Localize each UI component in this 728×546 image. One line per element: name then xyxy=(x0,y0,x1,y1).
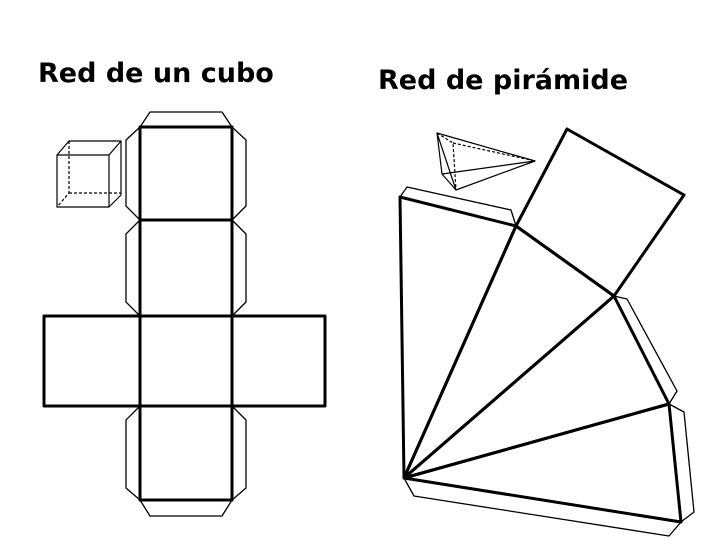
cube-glue-tabs xyxy=(125,111,247,517)
glue-tab xyxy=(399,186,517,227)
pyramid-glue-tabs xyxy=(399,186,695,537)
cube-faces xyxy=(42,125,327,502)
glue-tab xyxy=(231,405,247,501)
cube-face-bottom xyxy=(138,404,234,502)
pyramid-base xyxy=(514,127,686,298)
glue-tab xyxy=(403,477,682,537)
cube-face-left xyxy=(42,314,142,408)
glue-tab xyxy=(231,219,247,317)
glue-tab xyxy=(613,295,678,405)
cube-icon xyxy=(56,140,122,208)
glue-tab xyxy=(668,403,695,523)
glue-tab xyxy=(125,219,141,317)
glue-tab xyxy=(139,111,233,128)
pyramid-net-title: Red de pirámide xyxy=(378,65,629,96)
pyramid-faces xyxy=(398,127,686,524)
pyramid-net xyxy=(398,127,695,537)
cube-face-front xyxy=(138,314,234,408)
cube-net-title: Red de un cubo xyxy=(38,58,274,89)
cube-net xyxy=(42,111,327,517)
glue-tab xyxy=(125,405,141,501)
glue-tab xyxy=(139,499,233,517)
cube-face-back xyxy=(138,218,234,318)
pyramid-side-2 xyxy=(402,224,616,480)
pyramid-side-4 xyxy=(402,402,683,524)
glue-tab xyxy=(231,126,247,221)
pyramid-icon xyxy=(436,132,536,191)
glue-tab xyxy=(125,126,141,221)
cube-face-right xyxy=(230,314,327,408)
pyramid-side-1 xyxy=(398,195,518,480)
cube-face-top xyxy=(138,125,234,222)
